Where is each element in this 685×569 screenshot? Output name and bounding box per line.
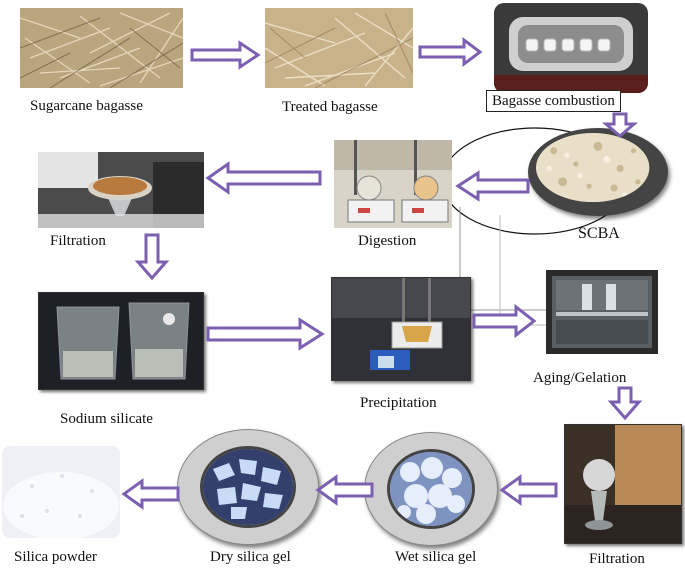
combustion-furnace-image <box>494 3 648 93</box>
bagasse-combustion-label: Bagasse combustion <box>486 90 621 112</box>
arrow-bagasse-to-treated <box>190 40 261 70</box>
precipitation-setup-image <box>331 277 471 381</box>
arrow-combustion-to-scba <box>601 112 639 138</box>
arrow-digestion-to-filtration <box>205 161 322 195</box>
arrow-scba-to-digestion <box>455 170 530 202</box>
sugarcane-bagasse-label: Sugarcane bagasse <box>30 98 143 114</box>
arrow-wet-gel-to-dry-gel <box>315 474 374 506</box>
sugarcane-bagasse-image <box>20 8 183 88</box>
digestion-setup-image <box>334 140 452 228</box>
filtration-setup-image <box>38 152 204 228</box>
arrow-treated-to-combustion <box>418 37 483 67</box>
arrow-aging-to-filtration <box>607 386 643 421</box>
dry-silica-gel-ring <box>177 429 319 545</box>
aging-gelation-label: Aging/Gelation <box>533 370 627 386</box>
digestion-label: Digestion <box>358 233 417 249</box>
precipitation-label: Precipitation <box>360 395 437 411</box>
filtration-1-label: Filtration <box>50 233 106 249</box>
silica-powder-image <box>2 446 120 538</box>
wet-silica-gel-image <box>387 449 475 529</box>
filtration-2-image <box>564 424 682 544</box>
arrow-precipitation-to-aging <box>472 303 537 339</box>
wet-silica-gel-ring <box>364 432 498 546</box>
arrow-dry-gel-to-silica-powder <box>121 478 180 510</box>
scba-ash-image <box>528 128 668 216</box>
wet-silica-gel-label: Wet silica gel <box>395 549 477 565</box>
treated-bagasse-label: Treated bagasse <box>282 99 378 115</box>
arrow-filtration-to-sodium-silicate <box>134 233 170 281</box>
aging-oven-image <box>546 270 658 354</box>
sodium-silicate-label: Sodium silicate <box>60 411 153 427</box>
silica-powder-label: Silica powder <box>14 549 97 565</box>
scba-label: SCBA <box>578 225 620 242</box>
sodium-silicate-beakers-image <box>38 292 204 390</box>
treated-bagasse-image <box>265 8 413 88</box>
arrow-filtration-to-wet-gel <box>499 474 558 506</box>
filtration-2-label: Filtration <box>589 551 645 567</box>
dry-silica-gel-label: Dry silica gel <box>210 549 291 565</box>
arrow-sodium-silicate-to-precipitation <box>206 317 325 351</box>
dry-silica-gel-image <box>200 446 296 528</box>
